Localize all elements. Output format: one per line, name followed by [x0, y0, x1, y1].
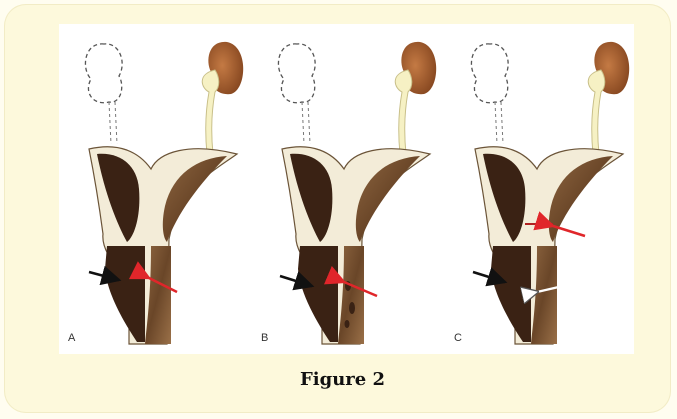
ureter-shape: [395, 70, 412, 154]
ureter-shape: [588, 70, 605, 154]
absent-kidney-outline: [85, 44, 122, 103]
absent-ureter-outline: [495, 102, 503, 144]
panel-label: C: [454, 332, 462, 344]
obstructed-hemivagina: [105, 246, 145, 342]
absent-kidney-outline: [471, 44, 508, 103]
panel-c: C: [445, 24, 635, 354]
absent-kidney-outline: [278, 44, 315, 103]
panel-a: A: [59, 24, 249, 354]
ureter-shape: [202, 70, 219, 154]
panel-label: B: [261, 332, 268, 344]
obstructed-hemivagina: [491, 246, 531, 342]
figure-card: A B: [4, 4, 671, 413]
obstructed-hemivagina: [298, 246, 338, 342]
septal-fenestration: [349, 302, 355, 314]
panel-label: A: [68, 332, 75, 344]
figure-caption: Figure 2: [4, 369, 677, 390]
septal-fenestration: [345, 320, 350, 328]
absent-ureter-outline: [109, 102, 117, 144]
panel-b: B: [252, 24, 442, 354]
absent-ureter-outline: [302, 102, 310, 144]
uterus-diagram: A B: [59, 24, 634, 354]
